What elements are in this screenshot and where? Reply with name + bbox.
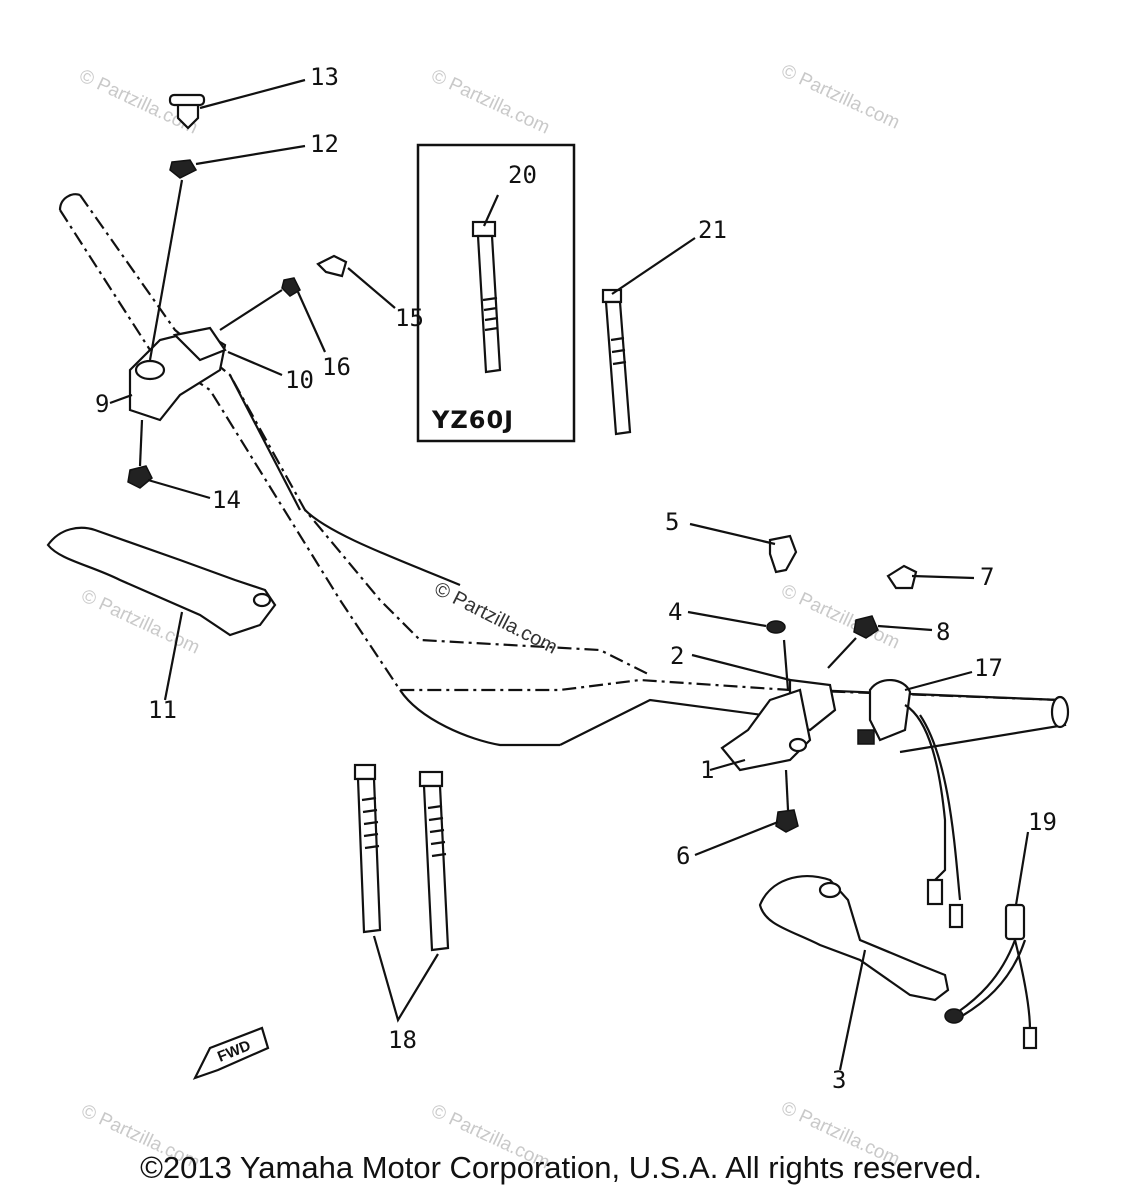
- callout-3: 3: [832, 1066, 846, 1094]
- harness-19: [944, 903, 1038, 1050]
- tie-straps-18: [353, 763, 450, 1023]
- tie-strap-21: [601, 288, 632, 436]
- callout-21: 21: [698, 216, 727, 244]
- right-lever-holder: [720, 678, 837, 772]
- callout-10: 10: [285, 366, 314, 394]
- callout-20: 20: [508, 161, 537, 189]
- left-lever-11: [46, 526, 277, 637]
- callout-18: 18: [388, 1026, 417, 1054]
- callout-8: 8: [936, 618, 950, 646]
- callout-12: 12: [310, 130, 339, 158]
- leader-lines: [109, 78, 1030, 1071]
- watermark: © Partzilla.com: [778, 580, 903, 653]
- watermark: © Partzilla.com: [428, 65, 553, 138]
- upper-holder-assembly: [127, 93, 301, 489]
- callout-4: 4: [668, 598, 682, 626]
- callout-13: 13: [310, 63, 339, 91]
- inset-model-label: YZ60J: [431, 406, 514, 434]
- callout-numbers: 13 12 20 21 15 16 10 9 14 11 5 4 2 1 6 7…: [95, 63, 1057, 1094]
- right-lever-3: [758, 875, 950, 1002]
- callout-19: 19: [1028, 808, 1057, 836]
- callout-9: 9: [95, 390, 109, 418]
- callout-16: 16: [322, 353, 351, 381]
- callout-17: 17: [974, 654, 1003, 682]
- callout-6: 6: [676, 842, 690, 870]
- fwd-arrow: FWD: [192, 1026, 270, 1080]
- callout-5: 5: [665, 508, 679, 536]
- callout-2: 2: [670, 642, 684, 670]
- callout-1: 1: [700, 756, 714, 784]
- small-parts-right: [766, 534, 918, 833]
- bolt-15: [316, 254, 348, 278]
- callout-7: 7: [980, 563, 994, 591]
- watermark: © Partzilla.com: [778, 60, 903, 133]
- copyright-notice: ©2013 Yamaha Motor Corporation, U.S.A. A…: [140, 1150, 982, 1185]
- callout-11: 11: [148, 696, 177, 724]
- yz60j-inset: YZ60J: [416, 143, 576, 443]
- callout-15: 15: [395, 304, 424, 332]
- switch-17: [857, 679, 964, 929]
- center-watermark: © Partzilla.com: [431, 578, 561, 659]
- handlebar: [58, 193, 1070, 754]
- callout-14: 14: [212, 486, 241, 514]
